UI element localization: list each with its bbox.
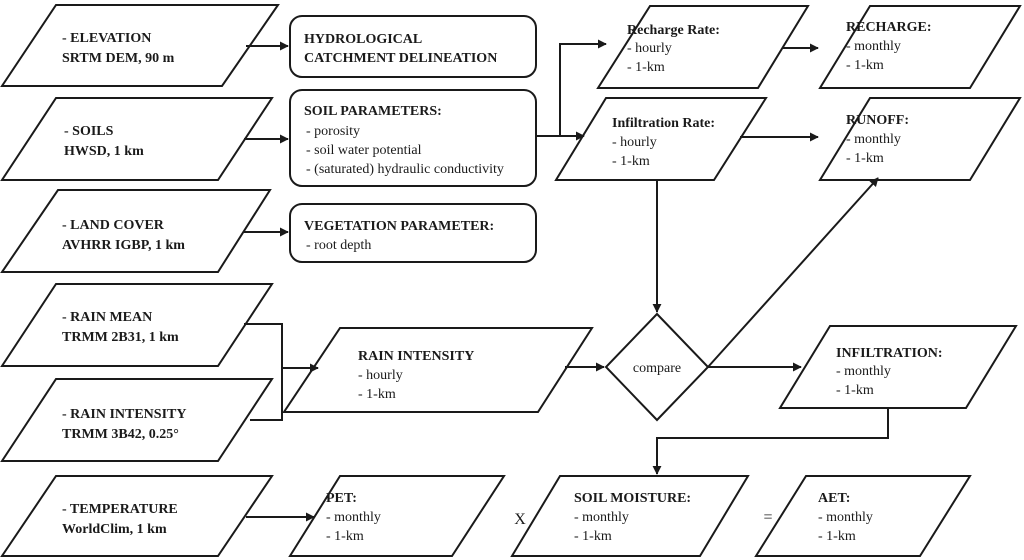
infiltration-rate: Infiltration Rate: - hourly - 1-km — [554, 97, 768, 181]
input-rain-mean-source: TRMM 2B31, 1 km — [62, 330, 179, 345]
input-rain-intensity-title: - RAIN INTENSITY — [62, 407, 186, 422]
infiltration-rate-item: - hourly — [612, 135, 657, 150]
input-soils-source: HWSD, 1 km — [64, 144, 144, 159]
catchment-line1: HYDROLOGICAL — [304, 32, 422, 47]
runoff-title: RUNOFF: — [846, 113, 909, 128]
soil-parameters-item: - soil water potential — [306, 143, 422, 158]
input-rain-mean: - RAIN MEAN TRMM 2B31, 1 km — [0, 283, 274, 367]
recharge-rate-title: Recharge Rate: — [627, 23, 720, 38]
vegetation-parameter-title: VEGETATION PARAMETER: — [304, 219, 494, 234]
input-rain-mean-title: - RAIN MEAN — [62, 310, 152, 325]
process-soil-parameters: SOIL PARAMETERS: - porosity - soil water… — [289, 89, 537, 187]
input-land-cover: - LAND COVER AVHRR IGBP, 1 km — [0, 189, 272, 273]
recharge-rate-item: - hourly — [627, 41, 672, 56]
infiltration-item: - monthly — [836, 364, 891, 379]
infiltration-title: INFILTRATION: — [836, 346, 943, 361]
aet-title: AET: — [818, 491, 850, 506]
arrow-compare-to-runoff — [707, 177, 879, 368]
soil-moisture-title: SOIL MOISTURE: — [574, 491, 691, 506]
input-temperature-title: - TEMPERATURE — [62, 502, 178, 517]
infiltration-rate-item: - 1-km — [612, 154, 650, 169]
aet-item: - monthly — [818, 510, 873, 525]
process-vegetation-parameter: VEGETATION PARAMETER: - root depth — [289, 203, 537, 263]
soil-parameters-item: - porosity — [306, 124, 360, 139]
soil-moisture-item: - monthly — [574, 510, 629, 525]
infiltration-rate-title: Infiltration Rate: — [612, 116, 715, 131]
input-temperature-source: WorldClim, 1 km — [62, 522, 167, 537]
compare-label: compare — [633, 361, 681, 376]
aet-item: - 1-km — [818, 529, 856, 544]
recharge-title: RECHARGE: — [846, 20, 932, 35]
input-soils-title: - SOILS — [64, 124, 114, 139]
multiply-operator: X — [514, 511, 526, 528]
soil-moisture-item: - 1-km — [574, 529, 612, 544]
rain-intensity-title: RAIN INTENSITY — [358, 349, 474, 364]
input-soils: - SOILS HWSD, 1 km — [0, 97, 274, 181]
input-elevation-title: - ELEVATION — [62, 31, 151, 46]
soil-parameters-title: SOIL PARAMETERS: — [304, 104, 442, 119]
input-temperature: - TEMPERATURE WorldClim, 1 km — [0, 475, 274, 557]
rain-intensity-item: - 1-km — [358, 387, 396, 402]
input-elevation: - ELEVATION SRTM DEM, 90 m — [0, 4, 280, 87]
input-land-cover-title: - LAND COVER — [62, 218, 165, 233]
recharge-rate-item: - 1-km — [627, 60, 665, 75]
output-infiltration: INFILTRATION: - monthly - 1-km — [778, 325, 1018, 409]
input-rain-intensity: - RAIN INTENSITY TRMM 3B42, 0.25° — [0, 378, 274, 462]
line-rain-merge — [244, 323, 283, 421]
output-runoff: RUNOFF: - monthly - 1-km — [818, 97, 1022, 181]
input-elevation-source: SRTM DEM, 90 m — [62, 51, 175, 66]
input-rain-intensity-source: TRMM 3B42, 0.25° — [62, 427, 179, 442]
compare-decision: compare — [604, 312, 710, 422]
output-soil-moisture: SOIL MOISTURE: - monthly - 1-km — [510, 475, 750, 557]
soil-parameters-item: - (saturated) hydraulic conductivity — [306, 162, 504, 177]
pet-item: - monthly — [326, 510, 381, 525]
arrow-infiltration-to-soil-moisture — [652, 408, 889, 475]
vegetation-parameter-item: - root depth — [306, 238, 371, 253]
process-catchment-delineation: HYDROLOGICAL CATCHMENT DELINEATION — [289, 15, 537, 78]
rain-intensity-item: - hourly — [358, 368, 403, 383]
output-recharge: RECHARGE: - monthly - 1-km — [818, 5, 1022, 89]
equals-operator: = — [763, 509, 772, 526]
catchment-line2: CATCHMENT DELINEATION — [304, 51, 497, 66]
pet-title: PET: — [326, 491, 357, 506]
runoff-item: - monthly — [846, 132, 901, 147]
input-land-cover-source: AVHRR IGBP, 1 km — [62, 238, 185, 253]
recharge-item: - monthly — [846, 39, 901, 54]
output-pet: PET: - monthly - 1-km — [288, 475, 506, 557]
runoff-item: - 1-km — [846, 151, 884, 166]
output-aet: AET: - monthly - 1-km — [754, 475, 972, 557]
infiltration-item: - 1-km — [836, 383, 874, 398]
recharge-item: - 1-km — [846, 58, 884, 73]
rain-intensity-hourly: RAIN INTENSITY - hourly - 1-km — [282, 327, 594, 413]
pet-item: - 1-km — [326, 529, 364, 544]
recharge-rate: Recharge Rate: - hourly - 1-km — [596, 5, 810, 89]
